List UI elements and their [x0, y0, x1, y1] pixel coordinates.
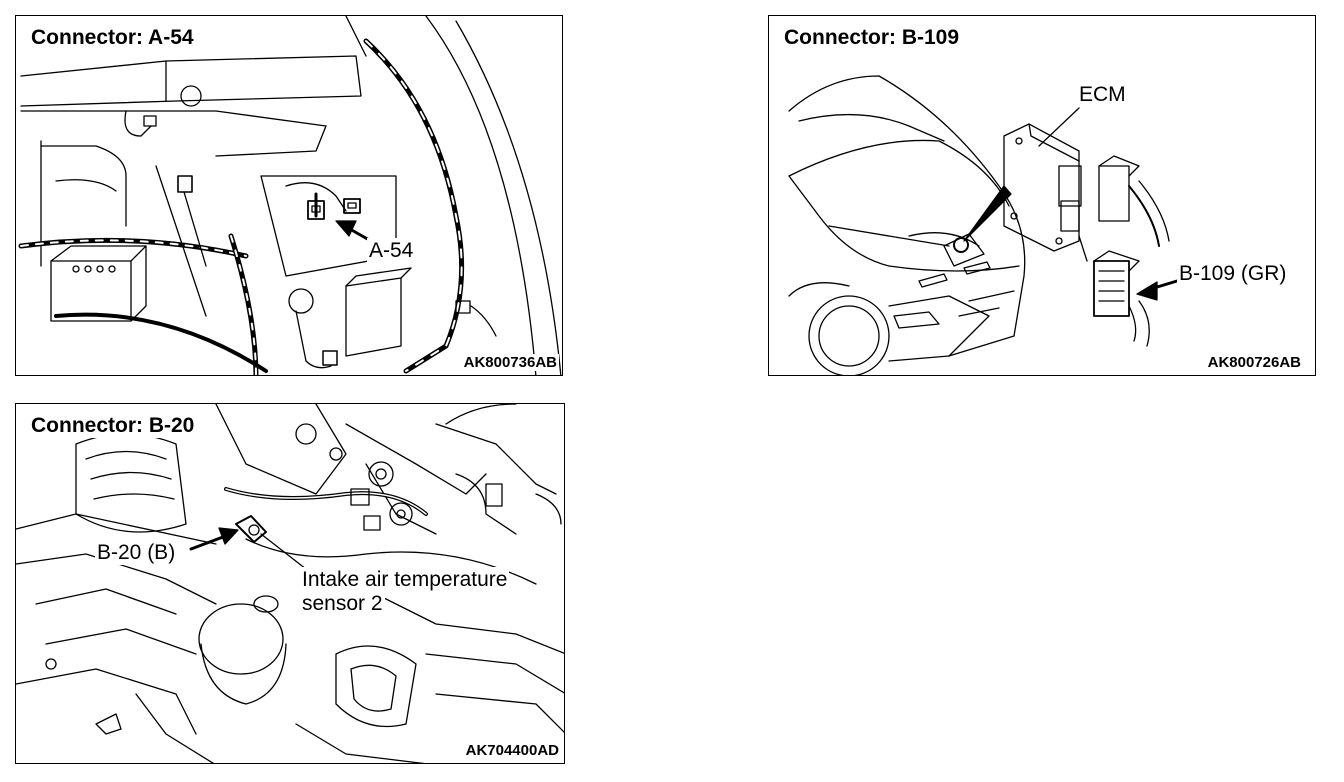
a54-engine-bay-illustration — [18, 16, 562, 375]
a54-callout-label: A-54 — [367, 238, 416, 263]
b20-figure-code: AK704400AD — [463, 742, 561, 759]
b20-intake-area-illustration — [16, 404, 564, 763]
intake-air-sensor-label-line1: Intake air temperature — [300, 567, 510, 592]
ecm-label: ECM — [1077, 82, 1128, 107]
b20-callout-label: B-20 (B) — [95, 540, 178, 565]
connector-b109-panel: Connector: B-109 ECM B-109 (GR) AK800726… — [768, 15, 1316, 376]
connector-b20-title: Connector: B-20 — [28, 414, 198, 438]
a54-figure-code: AK800736AB — [461, 354, 559, 371]
connector-a54-title: Connector: A-54 — [28, 26, 197, 50]
b109-callout-label: B-109 (GR) — [1177, 261, 1289, 286]
b109-vehicle-ecm-illustration — [788, 75, 1179, 375]
b109-figure-code: AK800726AB — [1205, 354, 1303, 371]
connector-b20-panel: Connector: B-20 B-20 (B) Intake air temp… — [15, 403, 565, 764]
connector-b109-title: Connector: B-109 — [781, 26, 963, 50]
connector-a54-panel: Connector: A-54 A-54 AK800736AB — [15, 15, 563, 376]
intake-air-sensor-label-line2: sensor 2 — [300, 591, 385, 616]
